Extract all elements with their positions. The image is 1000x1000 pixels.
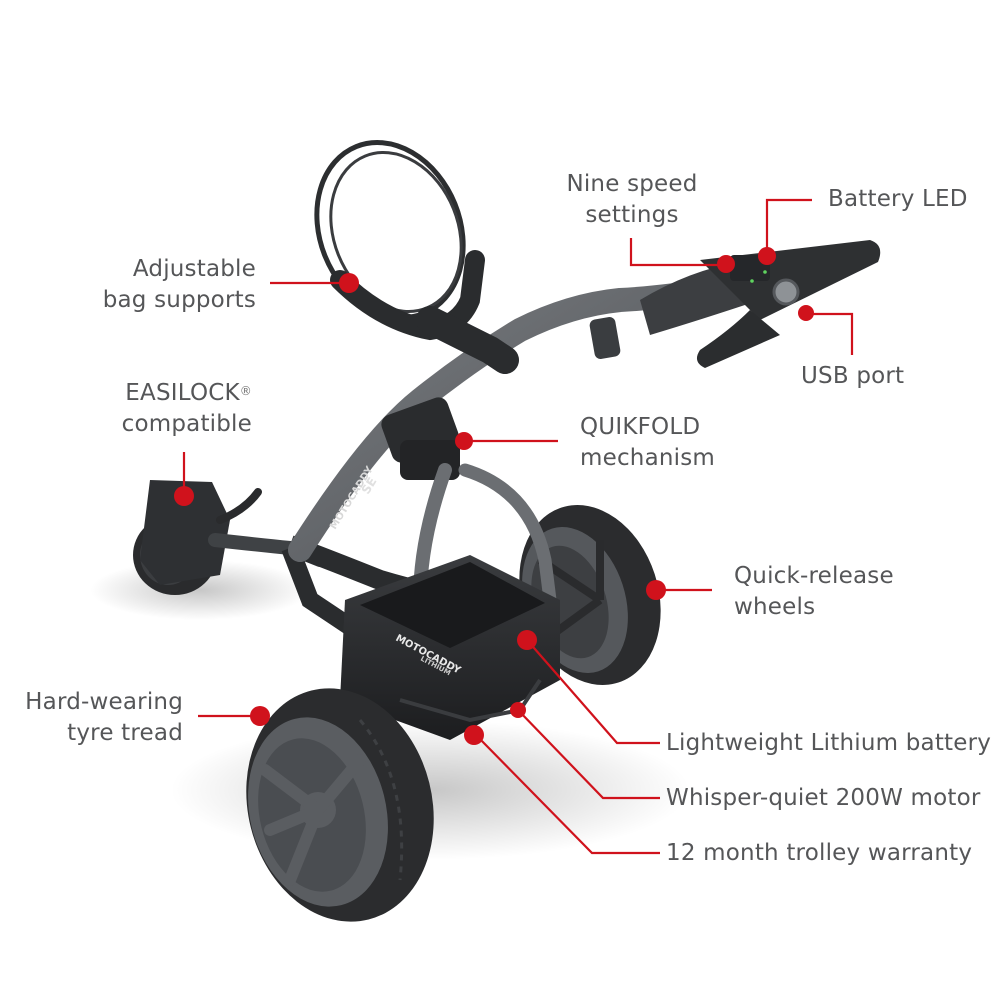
usb-port-dot xyxy=(798,305,814,321)
battery-line xyxy=(526,639,660,745)
quikfold-dot xyxy=(455,432,473,450)
bag-supports-dot xyxy=(339,273,359,293)
easilock-dot xyxy=(174,486,194,506)
front-wheel xyxy=(133,480,262,595)
nine-speed-line xyxy=(629,238,724,267)
callout-battery-led: Battery LED xyxy=(828,186,968,212)
callout-easilock: EASILOCK® compatible xyxy=(121,380,252,437)
motor-line xyxy=(517,709,660,800)
handle-controller xyxy=(640,240,881,368)
callout-warranty: 12 month trolley warranty xyxy=(666,840,973,866)
usb-port-line xyxy=(806,312,854,355)
bag-support-cradle xyxy=(314,140,519,374)
callout-quikfold: QUIKFOLD mechanism xyxy=(580,414,716,471)
battery-dot xyxy=(517,630,537,650)
warranty-dot xyxy=(464,725,484,745)
battery-motor-body: MOTOCADDY LITHIUM xyxy=(340,555,560,740)
callout-lithium-battery: Lightweight Lithium battery xyxy=(666,730,992,756)
battery-led-dot xyxy=(758,247,776,265)
motor-dot xyxy=(510,702,526,718)
callout-wheels: Quick-release wheels xyxy=(734,563,894,620)
callout-dots xyxy=(174,247,814,745)
main-handle-tube xyxy=(288,278,722,562)
wheels-dot xyxy=(646,580,666,600)
callout-nine-speed: Nine speed settings xyxy=(566,171,698,228)
callout-bag-supports: Adjustable bag supports xyxy=(102,256,256,313)
battery-led-line xyxy=(765,198,812,252)
nine-speed-dot xyxy=(717,255,735,273)
callout-motor: Whisper-quiet 200W motor xyxy=(666,785,981,811)
warranty-line xyxy=(475,734,660,855)
tyre-dot xyxy=(250,706,270,726)
callout-usb-port: USB port xyxy=(801,363,905,389)
rear-left-wheel xyxy=(246,688,434,922)
callout-tyre-tread: Hard-wearing tyre tread xyxy=(25,689,183,746)
callout-lines xyxy=(182,198,854,855)
